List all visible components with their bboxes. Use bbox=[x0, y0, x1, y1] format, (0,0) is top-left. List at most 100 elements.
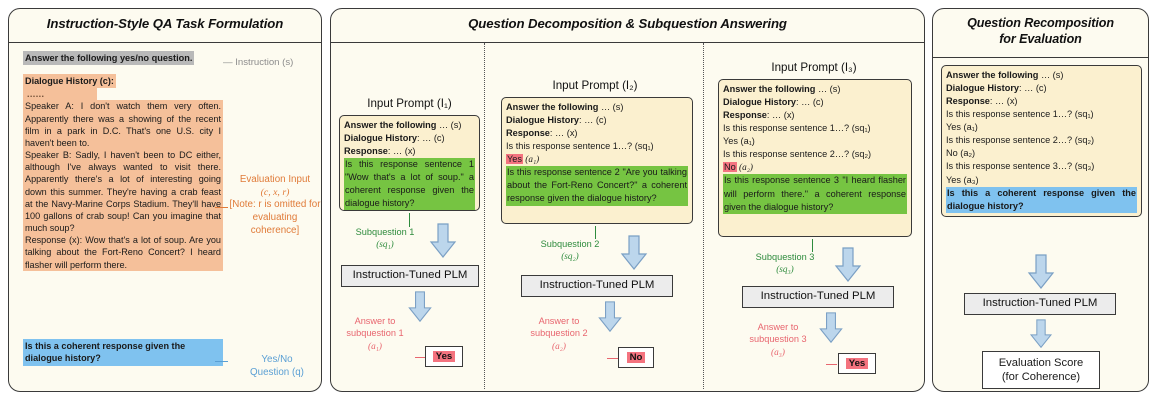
answer-3-value: Yes bbox=[845, 358, 869, 369]
arrow-down-icon-1a bbox=[429, 223, 457, 258]
yesno-question-block: Is this a coherent response given the di… bbox=[23, 339, 223, 366]
prompt3-prior-answer-2-tag: (a₂) bbox=[736, 162, 753, 173]
question-leader-line bbox=[215, 361, 228, 362]
speaker-b-text: Speaker B: Sadly, I haven't been to DC e… bbox=[25, 150, 221, 234]
answer2-line1: Answer to bbox=[538, 316, 580, 326]
input-prompt-3-title: Input Prompt (I₃) bbox=[771, 61, 857, 74]
sq2-connector bbox=[595, 226, 596, 239]
rp-qa-line-3: Is this response sentence 2…? (sq₂) bbox=[946, 135, 1095, 146]
panel-question-decomposition: Question Decomposition & Subquestion Ans… bbox=[330, 8, 925, 392]
instruction-text: Answer the following yes/no question. bbox=[23, 51, 195, 66]
dialogue-history-header: Dialogue History (c): bbox=[23, 74, 116, 89]
arrow-down-icon-3a bbox=[834, 247, 862, 282]
dialogue-dots: ...... bbox=[27, 89, 45, 100]
sq3-connector bbox=[812, 239, 813, 252]
column-divider-2 bbox=[703, 43, 704, 389]
prompt1-line3-rest: : … (x) bbox=[387, 146, 416, 157]
prompt3-prior-answer-1: Yes (a₁) bbox=[723, 136, 755, 147]
prompt2-prior-answer-row: Yes (a₁) bbox=[506, 153, 688, 166]
prompt2-line1-bold: Answer the following bbox=[506, 102, 599, 112]
speaker-a-block: Speaker A: I don't watch them very often… bbox=[23, 100, 223, 150]
answer-2-leader bbox=[607, 358, 618, 359]
panel-2-title: Question Decomposition & Subquestion Ans… bbox=[468, 16, 787, 31]
prompt1-line3-bold: Response bbox=[344, 146, 388, 157]
answer3-line1: Answer to bbox=[757, 322, 799, 332]
rp-line1-bold: Answer the following bbox=[946, 70, 1039, 80]
prompt2-line3-rest: : … (x) bbox=[549, 128, 578, 139]
eval-input-label: Evaluation Input bbox=[239, 174, 311, 185]
prompt1-line2-bold: Dialogue History bbox=[344, 133, 418, 144]
response-text: Response (x): Wow that's a lot of soup. … bbox=[25, 235, 221, 270]
answer1-line2: subquestion 1 bbox=[346, 328, 404, 339]
prompt3-prior-answer-2-row: No (a₂) bbox=[723, 161, 907, 174]
rp-qa-line-1: Is this response sentence 1…? (sq₁) bbox=[946, 109, 1094, 120]
prompt3-line1-bold: Answer the following bbox=[723, 84, 816, 94]
instruction-annotation: — Instruction (s) bbox=[223, 57, 294, 68]
response-block: Response (x): Wow that's a lot of soup. … bbox=[23, 234, 223, 271]
evaluation-score-line1: Evaluation Score bbox=[998, 357, 1084, 369]
panel-1-title: Instruction-Style QA Task Formulation bbox=[46, 16, 284, 31]
arrow-down-icon-3b bbox=[819, 312, 843, 344]
panel-question-recomposition: Question Recomposition for Evaluation An… bbox=[932, 8, 1149, 392]
question-label-1: Yes/No bbox=[261, 354, 293, 365]
input-prompt-2-box: Answer the following … (s) Dialogue Hist… bbox=[501, 97, 693, 224]
question-label-2: Question (q) bbox=[250, 366, 304, 378]
answer-1-label: Answer to subquestion 1 (a₁) bbox=[333, 315, 417, 352]
left-panel-body: Answer the following yes/no question. Di… bbox=[23, 51, 223, 271]
panel-1-title-rule bbox=[9, 42, 321, 43]
input-prompt-1-title: Input Prompt (I₁) bbox=[367, 97, 452, 110]
prompt3-line3-rest: : … (x) bbox=[766, 110, 795, 121]
eval-input-note: [Note: r is omitted for evaluating coher… bbox=[229, 199, 321, 236]
answer1-line1: Answer to bbox=[354, 316, 396, 326]
prompt2-line3-bold: Response bbox=[506, 128, 550, 139]
input-prompt-3-box: Answer the following … (s) Dialogue Hist… bbox=[718, 79, 912, 237]
eval-input-leader-line bbox=[215, 207, 228, 208]
answer-1-leader bbox=[415, 357, 425, 358]
answer-2-value: No bbox=[626, 352, 646, 363]
sq1-label-line2: (sq₁) bbox=[376, 238, 394, 249]
dialogue-dots-row: ...... bbox=[23, 88, 97, 101]
dialogue-history-header-row: Dialogue History (c): bbox=[23, 65, 223, 89]
answer-3-leader bbox=[826, 364, 837, 365]
column-divider-1 bbox=[484, 43, 485, 389]
answer3-line2: subquestion 3 bbox=[749, 334, 807, 345]
panel-3-title-rule bbox=[933, 57, 1148, 58]
answer-1-box: Yes bbox=[425, 346, 463, 367]
plm-box-3: Instruction-Tuned PLM bbox=[742, 286, 894, 308]
prompt2-line1-rest: … (s) bbox=[598, 102, 624, 112]
decomposition-column-3: Input Prompt (I₃) Answer the following …… bbox=[706, 43, 922, 391]
decomposition-column-1: Input Prompt (I₁) Answer the following …… bbox=[335, 43, 484, 391]
prompt2-prior-answer: Yes bbox=[506, 154, 523, 165]
rp-line3-bold: Response bbox=[946, 96, 990, 107]
sq3-label-line1: Subquestion 3 bbox=[755, 252, 815, 262]
rp-line1-rest: … (s) bbox=[1038, 70, 1064, 80]
sq2-label-line1: Subquestion 2 bbox=[540, 239, 600, 249]
sq3-label-line2: (sq₃) bbox=[776, 263, 794, 274]
panel-2-title-rule bbox=[331, 42, 924, 43]
prompt3-line3-bold: Response bbox=[723, 110, 767, 121]
answer-2-box: No bbox=[618, 347, 654, 368]
recomposed-prompt-box: Answer the following … (s) Dialogue Hist… bbox=[941, 65, 1142, 217]
panel-3-title-line1: Question Recomposition bbox=[967, 16, 1114, 30]
answer2-line2: subquestion 2 bbox=[530, 328, 588, 339]
prompt2-prior-question: Is this response sentence 1…? (sq₁) bbox=[506, 141, 654, 152]
sq1-connector bbox=[409, 213, 410, 227]
arrow-down-icon-r2 bbox=[1029, 319, 1053, 349]
panel-instruction-style-qa: Instruction-Style QA Task Formulation An… bbox=[8, 8, 322, 392]
decomposition-column-2: Input Prompt (I₂) Answer the following …… bbox=[487, 43, 703, 391]
panel-3-title-line2: for Evaluation bbox=[999, 31, 1082, 46]
sq1-label-line1: Subquestion 1 bbox=[355, 227, 415, 237]
rp-line2-rest: : … (c) bbox=[1019, 83, 1047, 94]
prompt2-prior-answer-tag: (a₁) bbox=[523, 154, 540, 165]
speaker-a-text: Speaker A: I don't watch them very often… bbox=[25, 101, 221, 148]
rp-qa-line-4: No (a₂) bbox=[946, 148, 976, 159]
prompt3-subquestion-highlight: Is this response sentence 3 "I heard fla… bbox=[723, 174, 907, 214]
prompt2-subquestion-highlight: Is this response sentence 2 "Are you tal… bbox=[506, 166, 688, 206]
prompt1-line1-bold: Answer the following bbox=[344, 120, 437, 130]
arrow-down-icon-r1 bbox=[1027, 254, 1055, 289]
subquestion-2-label: Subquestion 2 (sq₂) bbox=[517, 239, 623, 263]
prompt2-line2-rest: : … (c) bbox=[579, 115, 607, 126]
yesno-question-annotation: Yes/No Question (q) bbox=[231, 354, 323, 379]
rp-qa-line-5: Is this response sentence 3…? (sq₃) bbox=[946, 161, 1095, 172]
